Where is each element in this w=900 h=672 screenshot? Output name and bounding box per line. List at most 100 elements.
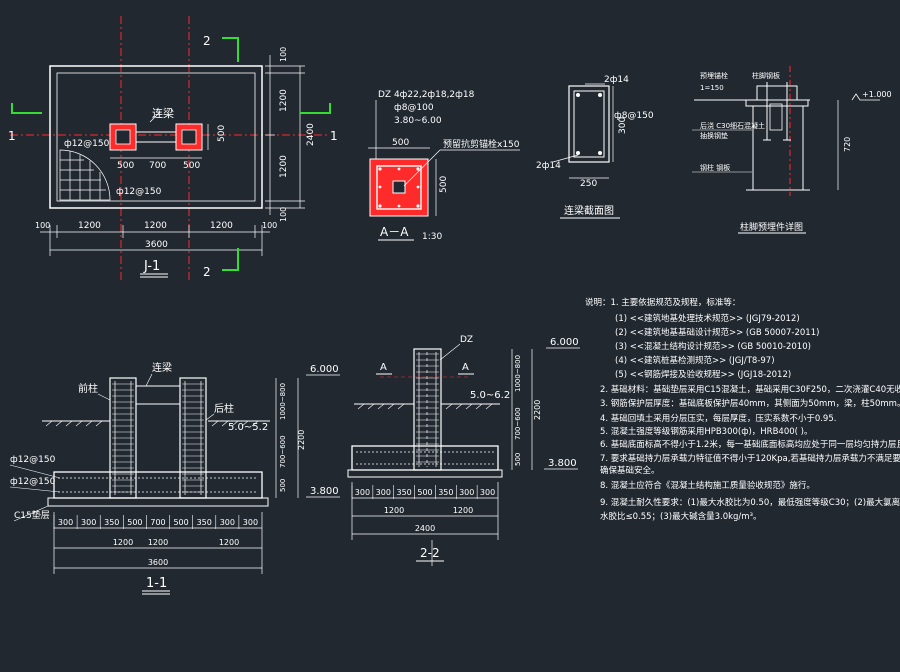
plan-title: J-1 (143, 259, 160, 274)
bottom-dim-0: 100 (35, 221, 50, 230)
right-total: 2200 (533, 400, 542, 420)
grout (745, 99, 809, 107)
bottom-total: 2400 (415, 524, 435, 533)
detail-aa: DZ 4ф22,2ф18,2ф18 ф8@100 3.80~6.00 500 预… (368, 90, 520, 242)
dim-700: 700 (149, 161, 166, 171)
ground-hatch (45, 420, 259, 427)
label-rebar-b: ф12@150 (10, 477, 56, 487)
footing (53, 471, 263, 499)
note-line-15: 水胶比≤0.55；(3)最大碱含量3.0kg/m³。 (600, 511, 761, 522)
detail-scale: 1:30 (422, 232, 442, 242)
note-line-3: (3) <<混凝土结构设计规范>> (GB 50010-2010) (615, 341, 811, 352)
general-notes: 说明：1. 主要依据规范及规程，标准等：(1) <<建筑地基处理技术规范>> (… (585, 297, 900, 522)
section-mark-1-left: 1 (8, 129, 16, 143)
bottom-dim-0: 300 (58, 518, 73, 527)
bottom-dim-2: 1200 (144, 221, 167, 231)
label-dz: DZ 4ф22,2ф18,2ф18 (378, 90, 475, 100)
label-rebar-a: ф12@150 (64, 139, 110, 149)
leader-line (97, 393, 111, 401)
bottom-dim-7: 300 (220, 518, 235, 527)
label-stirrup: ф8@100 (394, 103, 434, 113)
bottom-dim-8: 300 (243, 518, 258, 527)
dim-height: 300 (618, 117, 628, 134)
anchor-bolts (763, 82, 791, 141)
beam-stirrup (573, 90, 605, 158)
level-bottom: 3.800 (310, 486, 339, 497)
section-cut-markers (11, 37, 331, 271)
beam-section: 2ф14 ф8@150 2ф14 300 250 连梁截面图 (536, 75, 654, 219)
base-plate (756, 85, 798, 101)
label-range: 5.0~6.2 (470, 390, 510, 401)
right-dim-2: 1200 (279, 155, 289, 178)
pier-ties (416, 353, 439, 463)
note-line-13: 8. 混凝土应符合《混凝土结构施工质量验收规范》施行。 (600, 480, 815, 491)
c15-pad (47, 497, 269, 507)
bottom-dim-2: 350 (397, 488, 412, 497)
label-range: 3.80~6.00 (394, 116, 442, 126)
note-2: 1=150 (700, 84, 724, 92)
right-total: 2200 (297, 430, 306, 450)
dim-width: 500 (392, 138, 409, 148)
right-dim-1: 700~600 (514, 407, 522, 440)
dim-500-right: 500 (183, 161, 200, 171)
bottom-mid-0: 1200 (113, 538, 133, 547)
anchor-core (392, 180, 406, 194)
bottom-dim-0: 300 (355, 488, 370, 497)
leader-line (205, 413, 215, 421)
label-top-bar: 2ф14 (604, 75, 629, 85)
section-11: 连梁 前柱 后柱 5.0~5.2 ф12@150 ф12@150 C15垫层 6… (9, 361, 340, 595)
beam-title: 连梁截面图 (564, 204, 614, 217)
stirrup (376, 165, 422, 210)
pier-rebar (418, 352, 437, 467)
leader-line (403, 149, 441, 187)
note-line-0: 说明：1. 主要依据规范及规程，标准等： (585, 297, 740, 308)
bottom-dim-lines (53, 512, 263, 574)
note-line-10: 6. 基础底面标高不得小于1.2米，每一基础底面标高均应处于同一层均匀持力层且同… (600, 439, 900, 450)
column-left-core (115, 129, 131, 145)
right-dim-1: 700~600 (279, 435, 287, 468)
bottom-dim-3: 500 (127, 518, 142, 527)
pier (413, 348, 442, 471)
note-3: 后浇 C30细石混凝土 (700, 121, 765, 130)
section-mark-2-top: 2 (203, 34, 211, 48)
level-top: 6.000 (550, 337, 579, 348)
dim-500-vertical: 500 (217, 125, 227, 142)
bottom-dim-5: 500 (173, 518, 188, 527)
right-dim-0: 100 (279, 47, 288, 62)
leader-line (149, 111, 161, 123)
plan-j1: 连梁 ф12@150 ф12@150 500 700 500 500 100 1… (8, 16, 338, 280)
section-mark-1-right: 1 (330, 129, 338, 143)
bottom-dim-lines (351, 482, 499, 540)
right-dim-0: 1000~800 (279, 383, 287, 420)
footing (351, 445, 499, 471)
label-rebar-b: ф12@150 (116, 187, 162, 197)
note-line-8: 4. 基础回填土采用分层压实，每层厚度，压实系数不小于0.95. (600, 413, 836, 424)
right-dim-2: 500 (279, 479, 287, 492)
bottom-dim-5: 300 (459, 488, 474, 497)
bottom-dim-6: 350 (197, 518, 212, 527)
detail-title: A－A (380, 225, 409, 239)
leader-line (439, 343, 461, 361)
bottom-dim-3: 500 (417, 488, 432, 497)
note-5: 钢柱 钢板 (700, 163, 730, 172)
bottom-mid-0: 1200 (384, 506, 404, 515)
rebar-mesh (59, 149, 111, 201)
label-back-pier: 后柱 (214, 402, 234, 415)
label-stirrup: ф8@150 (614, 111, 654, 121)
note-line-7: 3. 钢筋保护层厚度：基础底板保护层40mm，其侧面为50mm，梁，柱50mm。 (600, 398, 900, 409)
beam-bars (576, 93, 602, 155)
note-1: 柱脚钢板 (752, 71, 780, 80)
c15-pad (347, 469, 503, 478)
bottom-dim-6: 300 (480, 488, 495, 497)
right-total: 2400 (306, 123, 316, 146)
link-beam (135, 385, 181, 405)
bottom-dim-3: 1200 (210, 221, 233, 231)
right-dim-1: 1200 (279, 89, 289, 112)
label-pad: C15垫层 (14, 509, 50, 521)
foundation-outline (49, 65, 263, 209)
note-line-9: 5. 混凝土强度等级钢筋采用HPB300(ф)，HRB400( )。 (600, 426, 812, 437)
sleeve (769, 103, 783, 131)
leader-line (13, 505, 49, 522)
